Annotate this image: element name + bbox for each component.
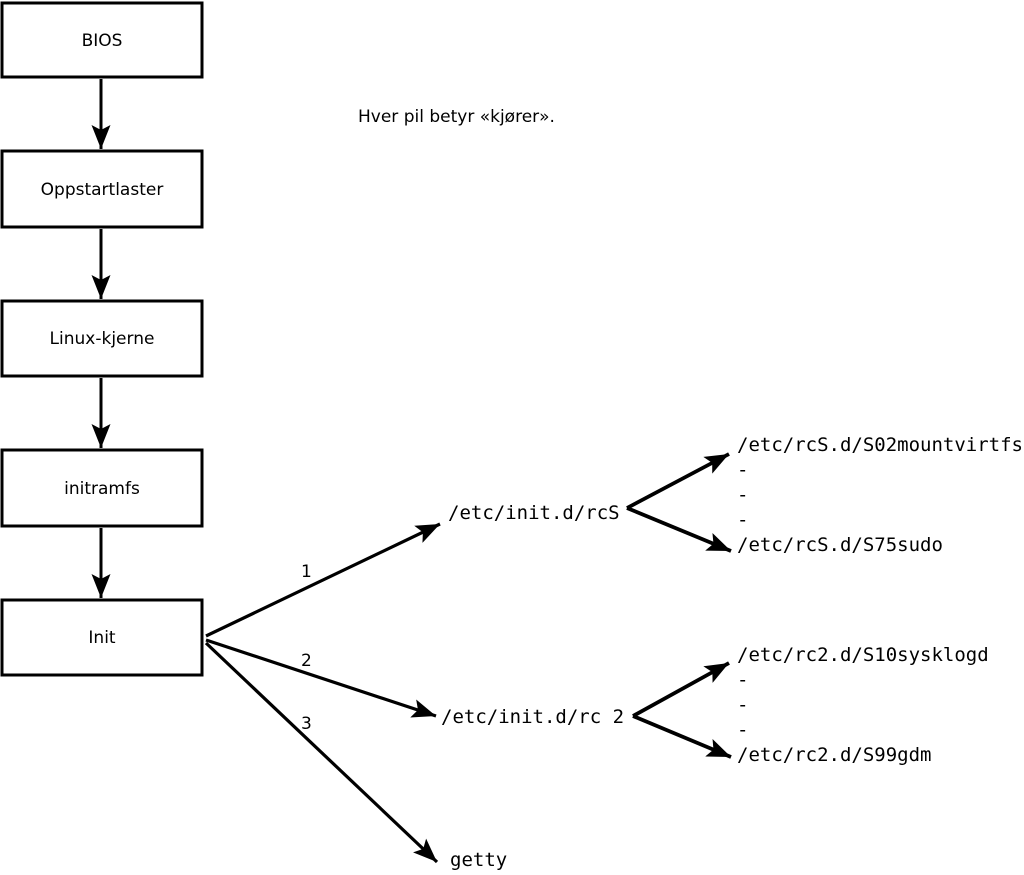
note-text: Hver pil betyr «kjører». [358, 107, 555, 127]
arrow-2-number: 2 [301, 651, 312, 671]
box-bios [0, 1, 204, 79]
box-linux-kjerne-label: Linux-kjerne [50, 329, 155, 349]
box-oppstartlaster-label: Oppstartlaster [41, 180, 164, 200]
arrow-init-to-rcs [205, 522, 441, 638]
rc2-child-0: /etc/rc2.d/S10sysklogd [737, 644, 989, 666]
arrow-init-to-rc2 [205, 638, 437, 718]
rc2-child-1: - [737, 669, 748, 691]
rcs-child-4: /etc/rcS.d/S75sudo [737, 534, 943, 556]
rc2-child-3: - [737, 719, 748, 741]
rcs-child-1: - [737, 459, 748, 481]
arrow-rc2-to-last-script [632, 714, 732, 759]
box-initramfs-label: initramfs [64, 479, 140, 499]
box-linux-kjerne [0, 299, 204, 378]
box-initramfs [0, 448, 204, 528]
rc2-child-4: /etc/rc2.d/S99gdm [737, 744, 931, 766]
arrow-rcs-to-first-script [626, 452, 730, 510]
rcs-child-2: - [737, 484, 748, 506]
rcs-script-label: /etc/init.d/rcS [448, 502, 620, 524]
rc2-script-label: /etc/init.d/rc 2 [441, 706, 624, 728]
box-oppstartlaster [0, 149, 204, 229]
arrow-1-number: 1 [301, 562, 312, 582]
rcs-child-0: /etc/rcS.d/S02mountvirtfs [737, 434, 1023, 456]
arrow-rcs-to-last-script [626, 506, 732, 553]
getty-label: getty [450, 849, 507, 871]
rc2-child-2: - [737, 694, 748, 716]
arrow-rc2-to-first-script [632, 661, 730, 718]
box-init [0, 598, 204, 677]
rcs-child-3: - [737, 509, 748, 531]
arrow-init-to-getty [204, 641, 439, 864]
box-init-label: Init [88, 628, 116, 648]
box-bios-label: BIOS [82, 31, 123, 51]
arrow-3-number: 3 [301, 714, 312, 734]
